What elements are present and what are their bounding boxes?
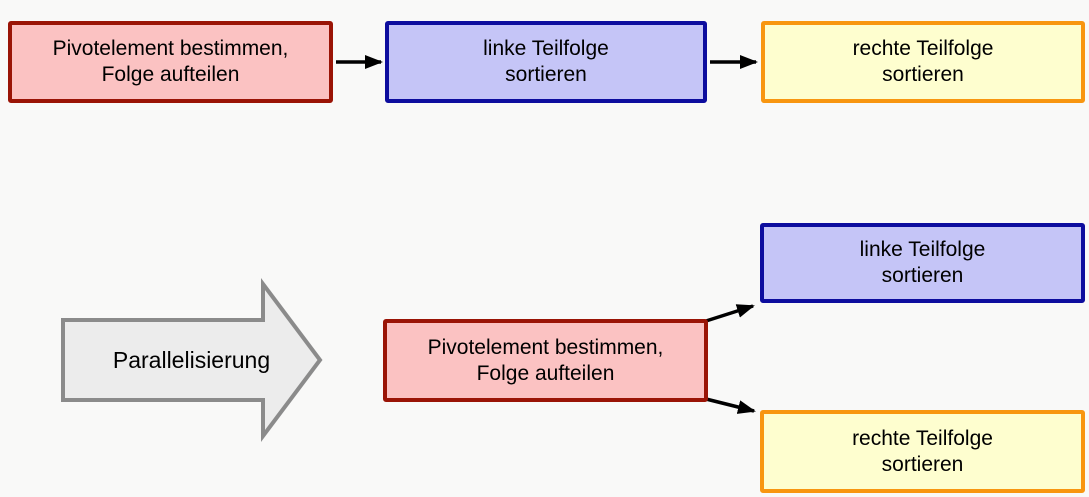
node-sequential-right-subsequence: rechte Teilfolge sortieren <box>761 21 1085 103</box>
node-label-line1: linke Teilfolge <box>483 37 609 60</box>
arrow-par-pivot-to-left <box>705 304 755 323</box>
node-label-line2: sortieren <box>505 63 587 86</box>
node-label-line1: Pivotelement bestimmen, <box>427 335 664 359</box>
node-parallel-right-subsequence: rechte Teilfolge sortieren <box>760 410 1085 493</box>
node-label-line2: sortieren <box>881 264 964 287</box>
node-label-line2: sortieren <box>881 452 964 476</box>
parallelisierung-label: Parallelisierung <box>112 346 271 373</box>
node-parallel-left-subsequence: linke Teilfolge sortieren <box>760 223 1085 303</box>
node-label-line1: Pivotelement bestimmen, <box>52 37 289 60</box>
node-label-line2: Folge aufteilen <box>476 361 615 385</box>
parallelisierung-block-arrow <box>61 278 323 442</box>
node-label-line2: Folge aufteilen <box>101 63 240 86</box>
node-parallel-pivot: Pivotelement bestimmen, Folge aufteilen <box>383 319 708 402</box>
node-label-line2: sortieren <box>882 63 964 86</box>
node-label-line1: rechte Teilfolge <box>852 37 994 60</box>
node-sequential-left-subsequence: linke Teilfolge sortieren <box>385 21 707 103</box>
arrow-par-pivot-to-right <box>705 397 756 414</box>
node-label-line1: linke Teilfolge <box>859 238 986 261</box>
node-sequential-pivot: Pivotelement bestimmen, Folge aufteilen <box>8 21 333 103</box>
node-label-line1: rechte Teilfolge <box>852 426 993 450</box>
